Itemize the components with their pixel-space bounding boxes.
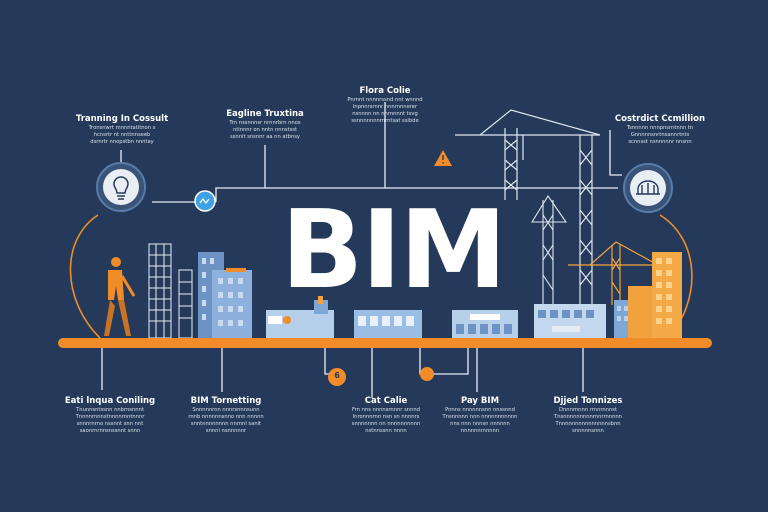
bottom-node-orange-badge xyxy=(328,368,346,386)
bottom-node-label-1: BIM Tornetting xyxy=(190,396,262,406)
ground-timeline-bar xyxy=(58,338,712,348)
construction-worker-icon xyxy=(104,257,136,336)
bottom-node-label-2: Cat Calie xyxy=(364,396,408,406)
low-buildings-center xyxy=(266,296,606,338)
lightbulb-icon xyxy=(96,162,146,212)
top-node-label-2: Flora Colie xyxy=(359,86,411,96)
wireframe-tower-left xyxy=(148,243,193,339)
bottom-node-label-4: Djjed Tonnizes xyxy=(553,396,623,406)
center-title: BIM xyxy=(281,188,507,313)
connector-lines xyxy=(101,102,622,398)
dome-building-icon xyxy=(623,163,673,213)
warning-icon xyxy=(434,150,452,166)
bottom-node-label-0: Eati lnqua Coniling xyxy=(64,396,156,406)
small-crane-icon xyxy=(531,194,568,305)
bottom-node-dot xyxy=(420,367,434,381)
right-buildings xyxy=(614,252,682,338)
top-node-label-1: Eagline Truxtina xyxy=(226,109,304,119)
tower-crane-icon xyxy=(455,109,601,305)
top-node-label-3: Costrdict Ccmillion xyxy=(614,114,706,124)
blue-tower-buildings xyxy=(198,252,252,338)
orange-crane-icon xyxy=(568,241,659,305)
orange-badge-text: 6 xyxy=(334,371,340,380)
bottom-node-label-3: Pay BIM xyxy=(460,396,500,406)
blue-node-icon xyxy=(194,190,216,212)
top-node-label-0: Tranning In Cossult xyxy=(75,114,169,124)
